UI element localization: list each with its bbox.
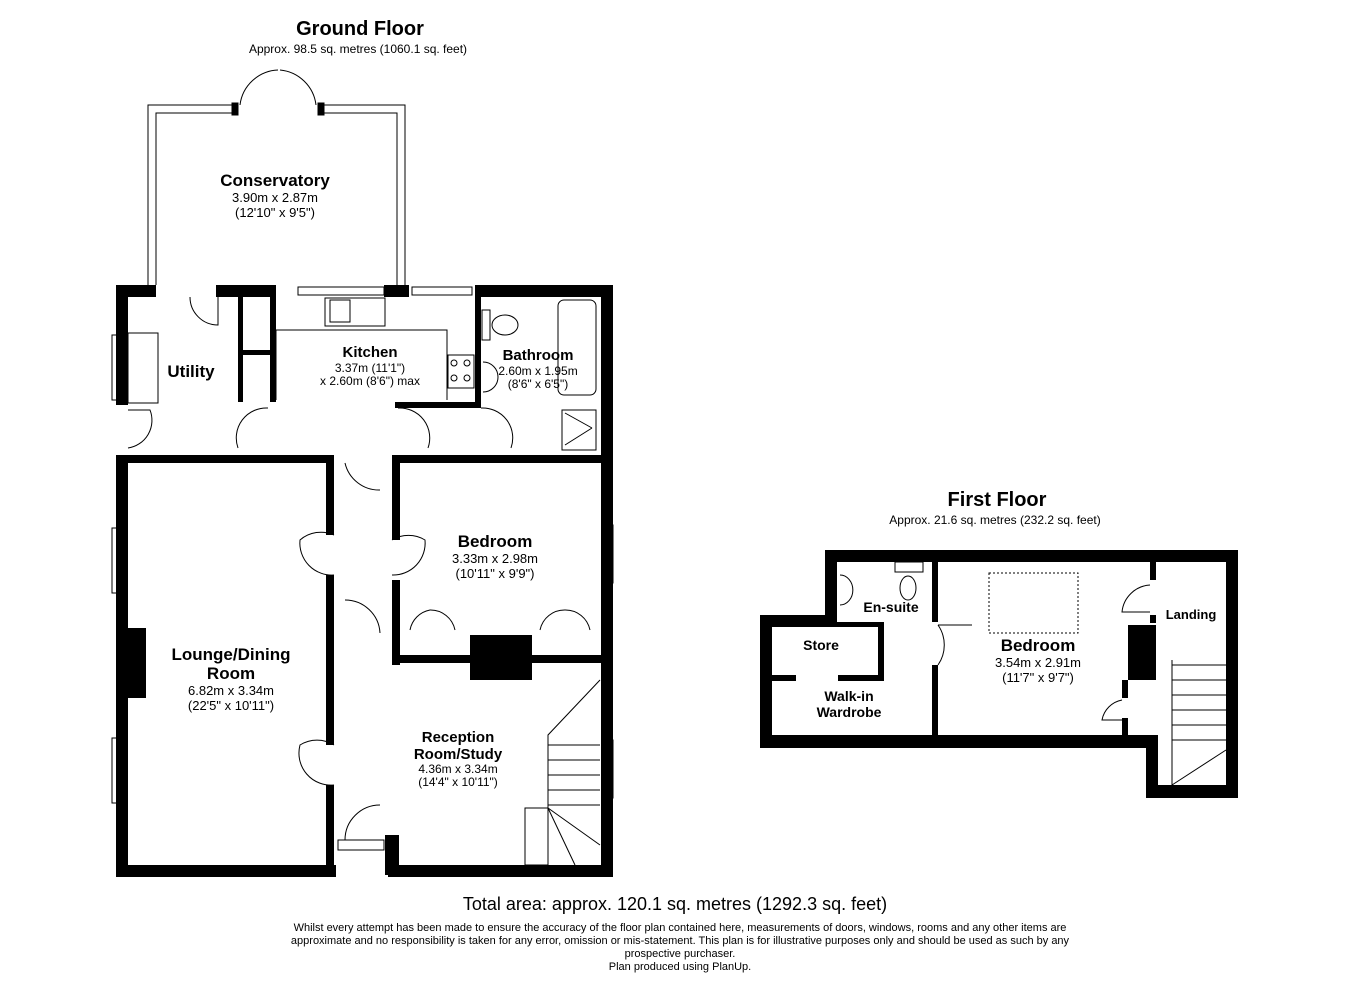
room-bedroom-first: Bedroom 3.54m x 2.91m (11'7" x 9'7") — [995, 636, 1081, 685]
first-floor-area: Approx. 21.6 sq. metres (232.2 sq. feet) — [889, 513, 1101, 527]
room-lounge-dining: Lounge/Dining Room 6.82m x 3.34m (22'5" … — [171, 645, 291, 713]
first-floor-fixtures — [839, 561, 1227, 786]
room-bedroom-ground: Bedroom 3.33m x 2.98m (10'11" x 9'9") — [452, 532, 538, 581]
room-en-suite: En-suite — [863, 599, 919, 615]
ground-floor-fixtures — [111, 69, 614, 876]
plan-credit: Plan produced using PlanUp. — [608, 961, 752, 973]
total-area: Total area: approx. 120.1 sq. metres (12… — [462, 894, 888, 914]
room-store: Store — [803, 637, 839, 653]
room-kitchen: Kitchen 3.37m (11'1") x 2.60m (8'6") max — [320, 344, 420, 388]
room-walk-in-wardrobe: Walk-in Wardrobe — [816, 688, 882, 720]
first-floor-title: First Floor — [947, 489, 1047, 511]
ground-floor-area: Approx. 98.5 sq. metres (1060.1 sq. feet… — [248, 42, 468, 56]
room-reception-study: Reception Room/Study 4.36m x 3.34m (14'4… — [413, 729, 503, 789]
room-conservatory: Conservatory 3.90m x 2.87m (12'10" x 9'5… — [220, 171, 330, 220]
room-landing: Landing — [1165, 607, 1217, 622]
room-bathroom: Bathroom 2.60m x 1.95m (8'6" x 6'5") — [498, 347, 578, 391]
room-utility: Utility — [167, 362, 215, 381]
disclaimer: Whilst every attempt has been made to en… — [255, 922, 1105, 974]
ground-floor-title: Ground Floor — [296, 18, 424, 40]
first-floor-walls — [760, 550, 1238, 798]
ground-floor-walls — [116, 285, 613, 877]
